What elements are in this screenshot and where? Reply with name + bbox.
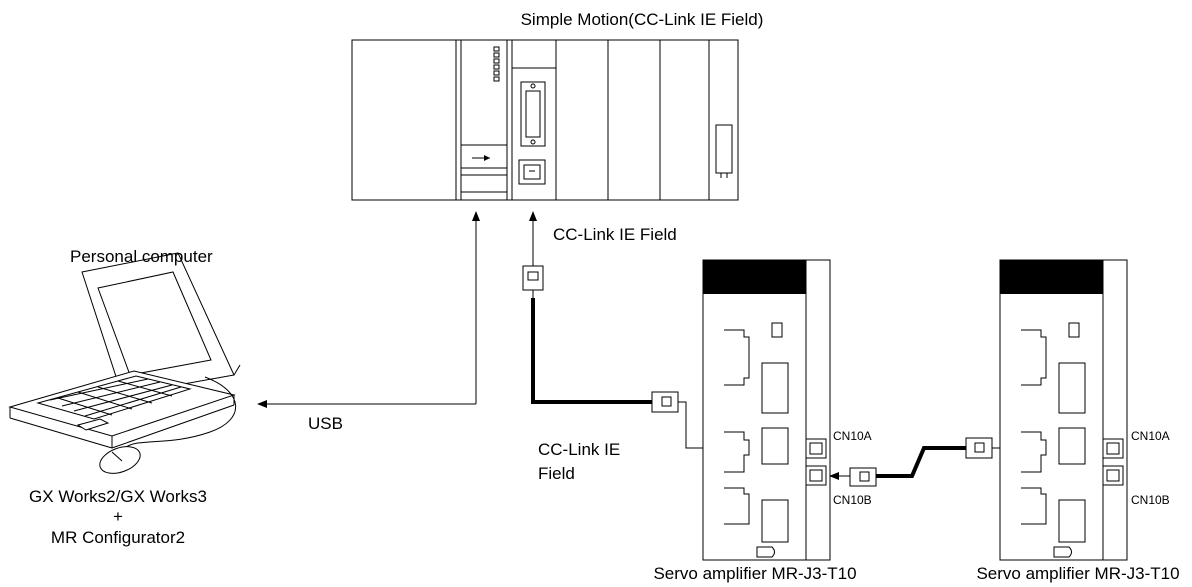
amp1-cn10b-port-icon — [805, 465, 827, 486]
personal-computer-label: Personal computer — [70, 247, 213, 266]
cc-link-label-top: CC-Link IE Field — [553, 225, 677, 244]
usb-label: USB — [308, 414, 343, 433]
touchpad-icon — [76, 418, 110, 431]
end-cover-slot-icon — [715, 124, 733, 178]
amp2-cn10b-label: CN10B — [1131, 493, 1170, 507]
ethernet-port-icon — [518, 159, 546, 185]
usb-cable — [257, 211, 480, 408]
d-sub-connector-icon — [520, 81, 546, 147]
module-title: Simple Motion(CC-Link IE Field) — [521, 10, 764, 29]
amp1-cn10b-label: CN10B — [833, 493, 872, 507]
amp2-name-label: Servo amplifier MR-J3-T10 — [976, 564, 1179, 583]
software-label-1: GX Works2/GX Works3 — [29, 487, 207, 506]
amp1-cn10a-label: CN10A — [833, 429, 872, 443]
amp1-cn10a-port-icon — [805, 438, 827, 459]
usb-port-cover — [460, 144, 508, 176]
keyboard-icon — [36, 375, 192, 420]
servo-amplifier-2 — [999, 259, 1128, 561]
amp2-cn10a-port-icon — [1102, 438, 1124, 459]
laptop-icon — [8, 252, 241, 449]
simple-motion-module — [351, 39, 739, 201]
amp1-name-label: Servo amplifier MR-J3-T10 — [653, 564, 856, 583]
amp2-cn10a-label: CN10A — [1131, 429, 1170, 443]
cc-link-cable-1 — [522, 265, 793, 452]
cc-link-label-mid-1: CC-Link IE — [538, 440, 620, 459]
amp2-cn10b-port-icon — [1102, 465, 1124, 486]
servo-amplifier-1 — [702, 259, 831, 561]
status-led-icons — [493, 46, 500, 82]
software-label-2: MR Configurator2 — [51, 528, 185, 547]
mouse-icon — [99, 446, 141, 474]
software-plus: + — [113, 507, 123, 526]
cc-link-label-mid-2: Field — [538, 464, 575, 483]
